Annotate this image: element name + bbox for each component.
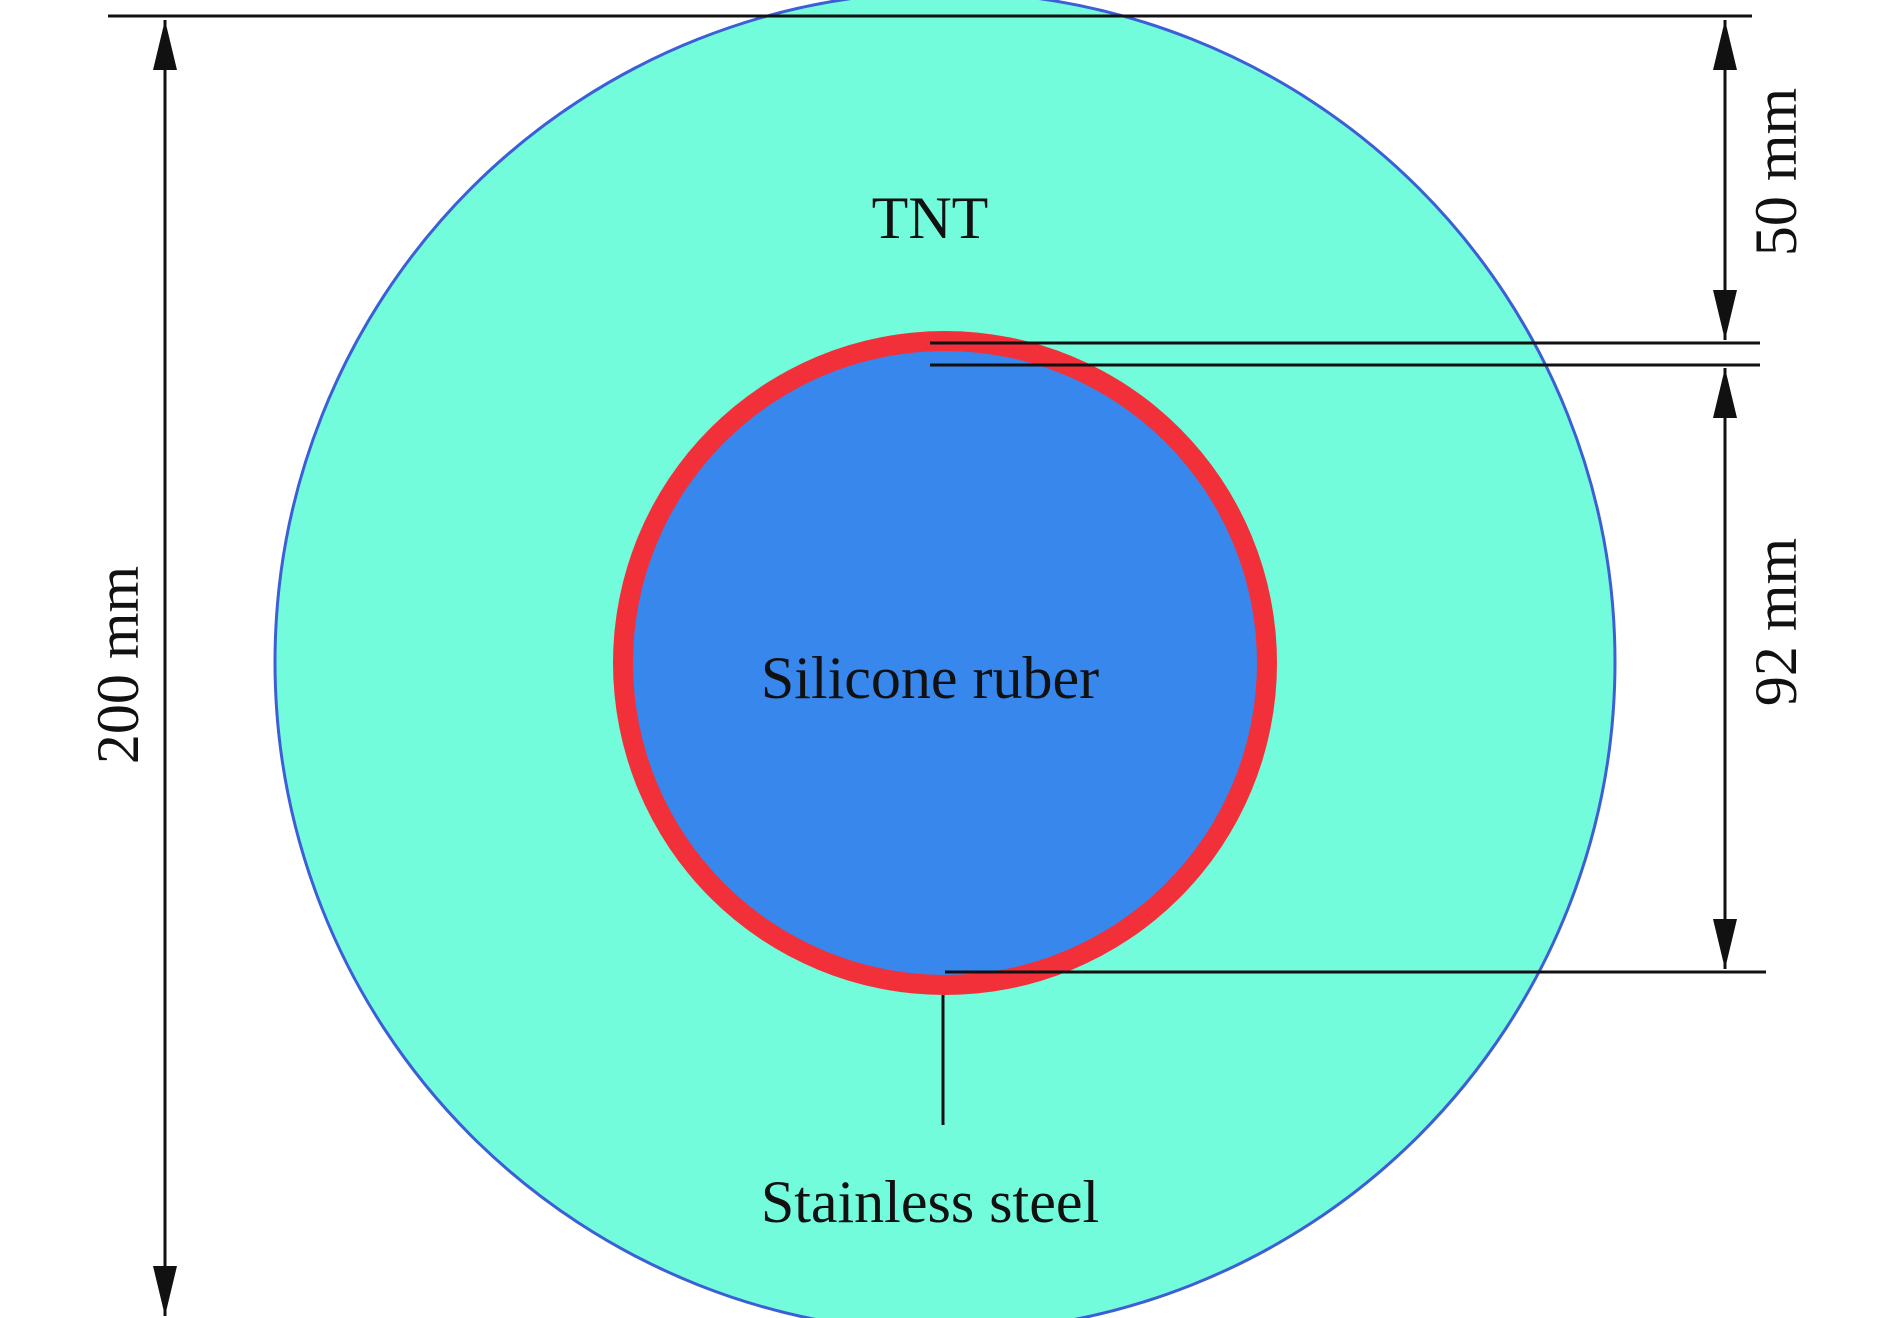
inner-diameter-label: 92 mm <box>1743 538 1809 706</box>
inner-diameter-arrow-top <box>1713 368 1737 418</box>
silicone-rubber-core <box>633 351 1257 975</box>
overall-dimension-arrow-bottom <box>153 1266 177 1316</box>
overall-dimension-label: 200 mm <box>85 566 151 764</box>
silicone-rubber-label: Silicone ruber <box>761 645 1099 711</box>
inner-diameter-arrow-bottom <box>1713 919 1737 969</box>
tnt-thickness-arrow-top <box>1713 20 1737 70</box>
overall-dimension-arrow-top <box>153 20 177 70</box>
stainless-steel-label: Stainless steel <box>761 1169 1099 1235</box>
tnt-label: TNT <box>872 185 989 251</box>
tnt-thickness-label: 50 mm <box>1743 88 1809 256</box>
tnt-thickness-arrow-bottom <box>1713 290 1737 340</box>
